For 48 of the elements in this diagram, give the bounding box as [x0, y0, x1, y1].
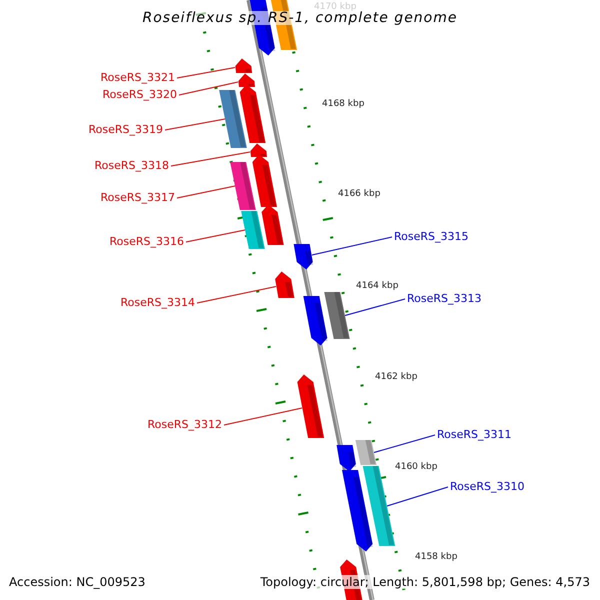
gene-label: RoseRS_3310 [450, 480, 524, 494]
leader-line [312, 236, 392, 256]
scale-label: 4164 kbp [356, 280, 398, 293]
scale-label: 4162 kbp [375, 371, 418, 384]
scale-label: 4158 kbp [415, 551, 458, 564]
gene-block [241, 211, 265, 249]
gene-label: RoseRS_3311 [437, 428, 512, 442]
leader-line [386, 486, 448, 506]
gene-label: RoseRS_3315 [394, 230, 468, 244]
gene-label: RoseRS_3312 [148, 418, 222, 432]
gene-label: RoseRS_3321 [100, 71, 175, 85]
gene-block [324, 292, 350, 339]
leader-line [178, 82, 238, 96]
gene-block-pointed [275, 272, 294, 298]
gene-label: RoseRS_3316 [110, 235, 184, 249]
leader-line [176, 67, 236, 78]
leader-line [186, 230, 246, 242]
gene-block-pointed [235, 58, 252, 73]
gene-label: RoseRS_3317 [100, 191, 175, 205]
genome-info-note: Topology: circular; Length: 5,801,598 bp; Genes: 4,573 [260, 575, 590, 589]
gene-block [219, 90, 247, 148]
gene-block-pointed [294, 244, 314, 270]
gene-block-pointed [238, 74, 255, 87]
gene-block-pointed [297, 374, 324, 438]
gene-block-pointed [336, 445, 356, 472]
gene-block-pointed [342, 470, 373, 552]
gene-block-pointed [303, 296, 328, 346]
leader-line [164, 118, 226, 130]
gene-label: RoseRS_3313 [407, 292, 482, 306]
leader-line [176, 186, 236, 198]
leader-line [170, 152, 250, 166]
gene-label: RoseRS_3319 [88, 123, 163, 137]
gene-label: RoseRS_3318 [94, 159, 169, 173]
scale-label: 4166 kbp [338, 188, 380, 201]
scale-label: 4160 kbp [395, 461, 438, 474]
gene-block-pointed [250, 144, 267, 157]
gene-block [230, 162, 256, 210]
leader-line [344, 298, 406, 316]
leader-line [196, 286, 276, 304]
leader-line [374, 434, 436, 453]
gene-label: RoseRS_3314 [120, 296, 195, 310]
accession-note: Accession: NC_009523 [9, 575, 146, 589]
gene-label: RoseRS_3320 [102, 88, 177, 102]
scale-label: 4168 kbp [322, 98, 364, 111]
leader-line [224, 408, 302, 426]
gene-block [355, 440, 377, 465]
gene-block [362, 466, 396, 546]
gene-block-pointed [262, 204, 284, 245]
